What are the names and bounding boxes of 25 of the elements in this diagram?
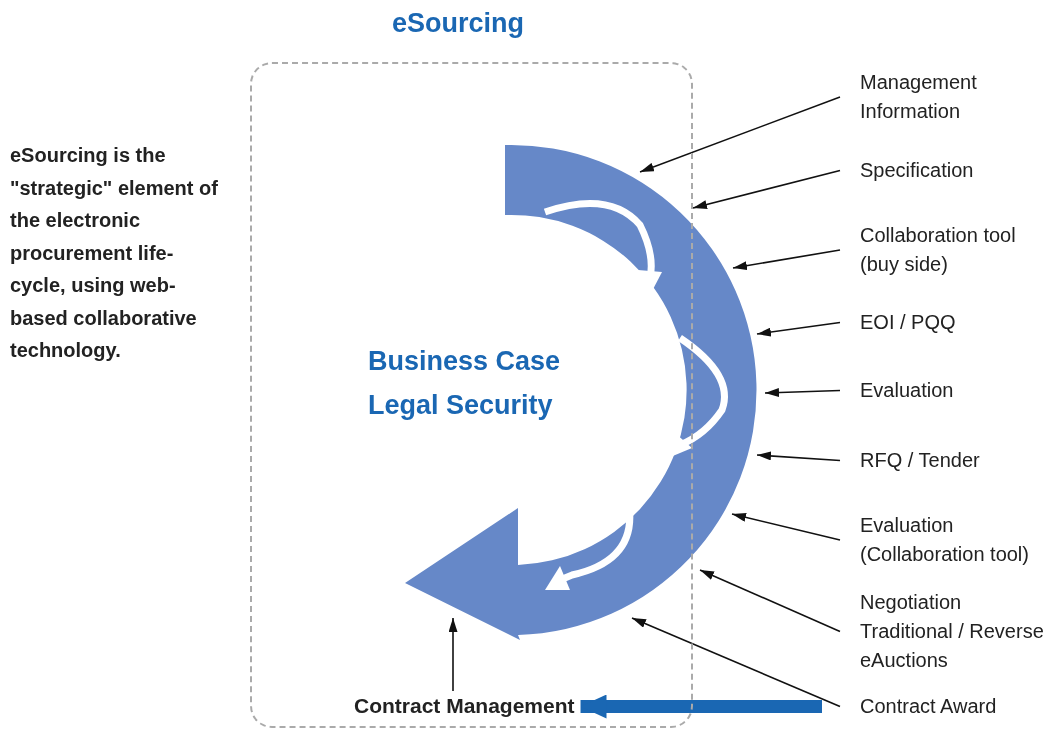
center-text: Business Case [368, 346, 561, 377]
frame-title: eSourcing [392, 8, 525, 39]
step-label: Evaluation (Collaboration tool) [860, 511, 1045, 569]
block-arrow [580, 694, 822, 719]
leader-arrow [764, 388, 841, 398]
step-label: Negotiation Traditional / Reverse eAuctions [860, 588, 1045, 675]
step-label: Management Information [860, 68, 1045, 126]
step-label: Collaboration tool (buy side) [860, 221, 1045, 279]
leader-arrow [732, 249, 841, 271]
leader-arrow [699, 569, 841, 633]
description-text: eSourcing is the "strategic" element of the electronic procurement life-cycle, using web-based collaborative technology. [10, 143, 219, 363]
step-label: EOI / PQQ [860, 308, 1045, 337]
step-label: Specification [860, 156, 1045, 185]
stage-label: Contract Management [354, 694, 575, 718]
leader-arrow [731, 512, 841, 541]
center-text: Legal Security [368, 390, 553, 421]
leader-arrow [639, 96, 841, 173]
leader-arrow [756, 451, 841, 462]
leader-arrow [448, 617, 458, 692]
step-label: RFQ / Tender [860, 446, 1045, 475]
leader-arrow [756, 321, 841, 337]
step-label: Evaluation [860, 376, 1045, 405]
step-label: Contract Award [860, 692, 1045, 721]
leader-arrow [692, 169, 841, 209]
leader-arrow [631, 617, 841, 708]
